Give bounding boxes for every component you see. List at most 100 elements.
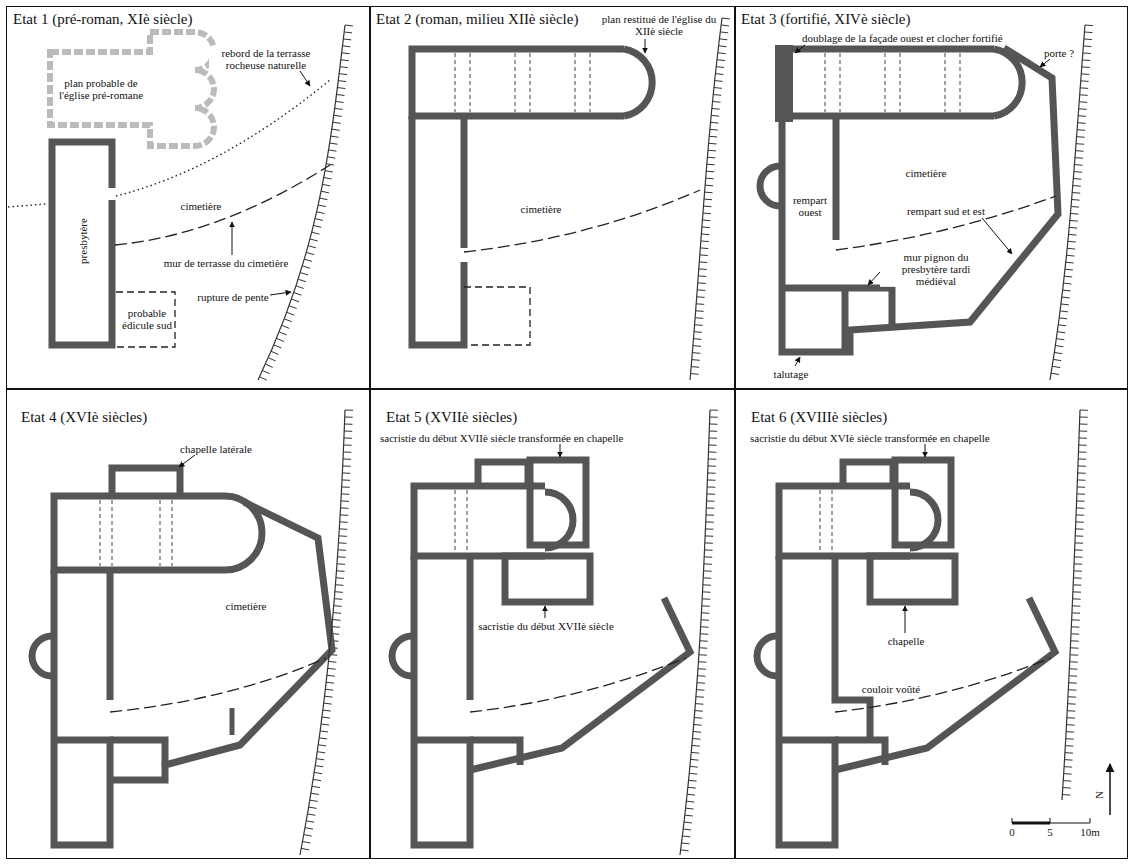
slope-tick [704, 199, 712, 201]
slope-tick [1065, 752, 1073, 753]
slope-tick [690, 766, 698, 768]
slope-tick [1068, 703, 1076, 704]
slope-tick [709, 430, 717, 431]
plan-etat-3-part [1050, 25, 1085, 380]
slope-tick [700, 633, 708, 634]
slope-tick [1062, 794, 1070, 796]
slope-tick [1084, 31, 1092, 33]
plan-panel: Etat 2 (roman, milieu XIIè siècle)plan r… [370, 6, 735, 389]
slope-tick [711, 115, 719, 117]
scale-bar [1012, 818, 1090, 823]
slope-tick [1079, 108, 1087, 110]
slope-tick [714, 87, 722, 89]
slope-tick [710, 129, 718, 131]
slope-tick [1072, 192, 1080, 194]
slope-tick [713, 94, 721, 96]
slope-tick [695, 710, 703, 712]
slope-tick [292, 299, 300, 302]
slope-tick [325, 689, 333, 691]
slope-tick [691, 759, 699, 761]
slope-tick [697, 296, 705, 298]
plan-label: sacristie du début XVIIè siècle [477, 620, 615, 632]
slope-tick [1063, 283, 1071, 285]
slope-tick [689, 780, 697, 782]
slope-tick [1068, 241, 1076, 243]
slope-tick [693, 345, 701, 347]
slope-tick [681, 850, 689, 851]
slope-tick [306, 821, 314, 822]
plan-etat-5-part [560, 444, 561, 457]
slope-tick [698, 661, 706, 663]
slope-tick [300, 273, 308, 275]
slope-tick [1074, 171, 1082, 173]
plan-etat-2-part [464, 287, 530, 345]
slope-tick [701, 619, 709, 620]
slope-tick [1070, 213, 1078, 215]
slope-tick [689, 773, 697, 775]
slope-tick [344, 31, 352, 33]
plan-etat-2 [412, 18, 722, 380]
plan-etat-4-part [54, 496, 225, 570]
plan-etat-5-part [392, 636, 412, 676]
slope-tick [712, 108, 720, 110]
slope-tick [1075, 542, 1083, 543]
slope-tick [1065, 269, 1073, 271]
plan-etat-5-part [467, 556, 474, 700]
slope-tick [694, 717, 702, 719]
slope-tick [1081, 80, 1089, 82]
plan-etat-1-part [115, 165, 330, 245]
slope-tick [324, 177, 332, 178]
slope-tick [682, 842, 690, 844]
slope-tick [1074, 556, 1082, 557]
slope-tick [704, 570, 712, 571]
slope-tick [706, 178, 714, 180]
slope-tick [339, 73, 347, 75]
slope-tick [265, 364, 272, 367]
plan-etat-3-part [795, 45, 805, 53]
slope-tick [684, 822, 692, 824]
panel-heading: Etat 4 (XVIè siècles) [21, 409, 147, 426]
slope-tick [322, 717, 330, 718]
slope-tick [1067, 717, 1075, 718]
slope-tick [1084, 38, 1092, 40]
slope-tick [328, 668, 336, 670]
slope-tick [708, 150, 716, 152]
plan-etat-6-part [910, 492, 938, 548]
slope-tick [702, 220, 710, 222]
slope-tick [705, 549, 713, 550]
slope-tick [330, 143, 338, 144]
slope-tick [334, 115, 342, 116]
plan-etat-6-part [757, 636, 777, 676]
slope-tick [1074, 164, 1082, 166]
plan-label: mur de terrasse du cimetière [163, 257, 290, 269]
slope-tick [697, 682, 705, 684]
slope-tick [1064, 276, 1072, 278]
plan-etat-6-part [820, 490, 832, 552]
slope-tick [329, 150, 337, 151]
plan-etat-2-part [464, 190, 700, 252]
slope-tick [305, 828, 313, 829]
slope-tick [1056, 339, 1064, 340]
plan-panel: Etat 1 (pré-roman, XIè siècle)plan proba… [6, 6, 370, 389]
slope-tick [308, 246, 316, 248]
slope-tick [294, 293, 302, 296]
plan-etat-1-part [300, 71, 310, 86]
plan-etat-5-part [505, 556, 590, 602]
plan-etat-2-part [412, 49, 624, 116]
slope-tick [340, 66, 348, 68]
plan-etat-5-part [478, 462, 528, 486]
slope-tick [699, 261, 707, 263]
slope-tick [695, 324, 703, 326]
slope-tick [1073, 591, 1081, 592]
slope-tick [693, 738, 701, 740]
slope-tick [691, 752, 699, 754]
plan-label: talutage [773, 368, 810, 380]
plan-label: chapelle latérale [179, 443, 253, 455]
plan-label: mur pignon du presbytère tardi médiéval [880, 251, 992, 287]
slope-tick [691, 373, 699, 375]
plan-etat-6-part [870, 556, 955, 602]
slope-tick [331, 136, 339, 137]
plan-etat-1-part [8, 204, 46, 207]
slope-tick [332, 129, 340, 130]
slope-tick [1055, 346, 1063, 347]
